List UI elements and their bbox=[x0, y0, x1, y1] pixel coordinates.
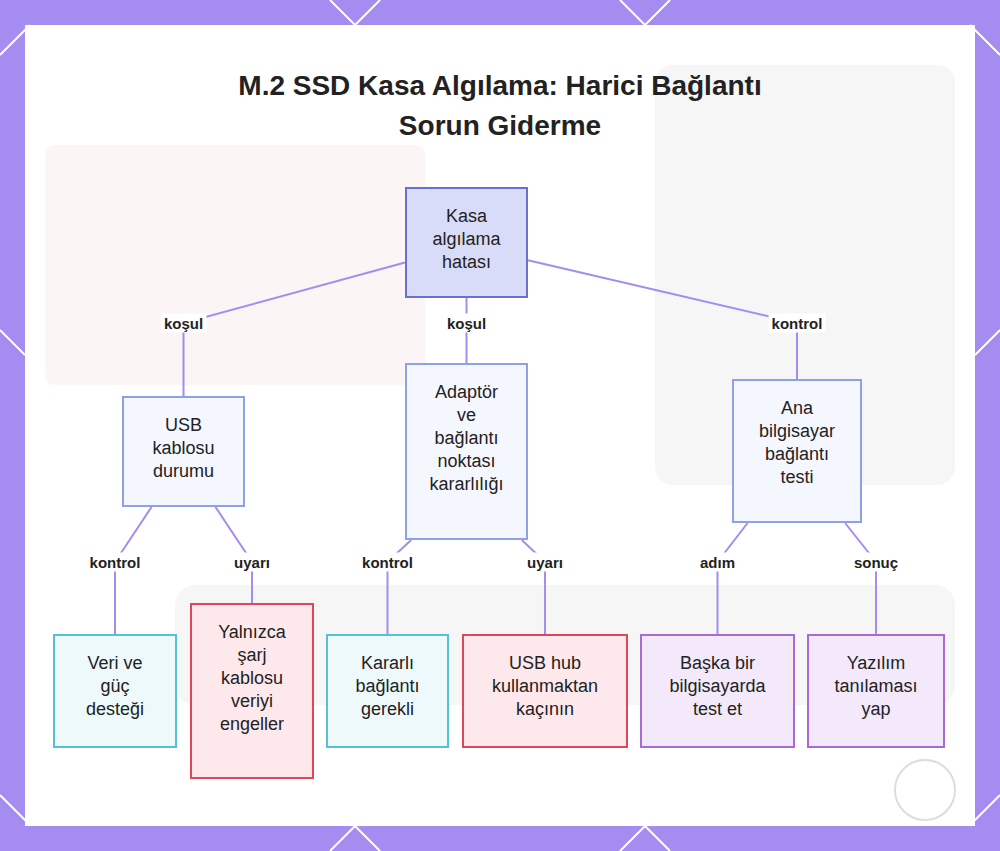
node-label: USB hub kullanmaktan kaçının bbox=[485, 652, 605, 721]
category-box: USB kablosu durumu bbox=[122, 396, 245, 507]
edge-label: uyarı bbox=[524, 553, 566, 572]
edge-label: kontrol bbox=[769, 314, 826, 333]
diagram-title: M.2 SSD Kasa Algılama: Harici Bağlantı S… bbox=[230, 66, 770, 146]
step-box: Başka bir bilgisayarda test et bbox=[640, 634, 795, 748]
node-label: Kararlı bağlantı gerekli bbox=[347, 652, 429, 721]
node-label: Başka bir bilgisayarda test et bbox=[664, 652, 772, 721]
edge-label: koşul bbox=[161, 314, 206, 333]
warning-box: Yalnızca şarj kablosu veriyi engeller bbox=[190, 603, 314, 779]
node-label: Adaptör ve bağlantı noktası kararlılığı bbox=[424, 381, 509, 496]
edge-label: kontrol bbox=[87, 553, 144, 572]
edge-label: kontrol bbox=[359, 553, 416, 572]
category-box: Adaptör ve bağlantı noktası kararlılığı bbox=[405, 363, 528, 540]
node-label: Yazılım tanılaması yap bbox=[830, 652, 922, 721]
node-label: Ana bilgisayar bağlantı testi bbox=[752, 397, 842, 489]
edge-label: koşul bbox=[444, 314, 489, 333]
check-box: Kararlı bağlantı gerekli bbox=[326, 634, 449, 748]
connector-line bbox=[845, 523, 876, 634]
warning-box: USB hub kullanmaktan kaçının bbox=[462, 634, 628, 748]
edge-label: sonuç bbox=[851, 553, 901, 572]
node-label: Yalnızca şarj kablosu veriyi engeller bbox=[211, 621, 293, 736]
node-label: Veri ve güç desteği bbox=[79, 652, 151, 721]
root-box: Kasa algılama hatası bbox=[405, 187, 528, 298]
edge-label: adım bbox=[697, 553, 738, 572]
connector-line bbox=[184, 262, 406, 396]
node-label: Kasa algılama hatası bbox=[422, 205, 512, 274]
connector-line bbox=[528, 260, 797, 379]
edge-label: uyarı bbox=[231, 553, 273, 572]
check-box: Veri ve güç desteği bbox=[53, 634, 177, 748]
step-box: Yazılım tanılaması yap bbox=[807, 634, 945, 748]
connector-line bbox=[718, 523, 748, 634]
node-label: USB kablosu durumu bbox=[141, 414, 226, 483]
logo-mark bbox=[895, 760, 955, 820]
category-box: Ana bilgisayar bağlantı testi bbox=[732, 379, 862, 523]
laptop-silhouette bbox=[45, 65, 955, 705]
